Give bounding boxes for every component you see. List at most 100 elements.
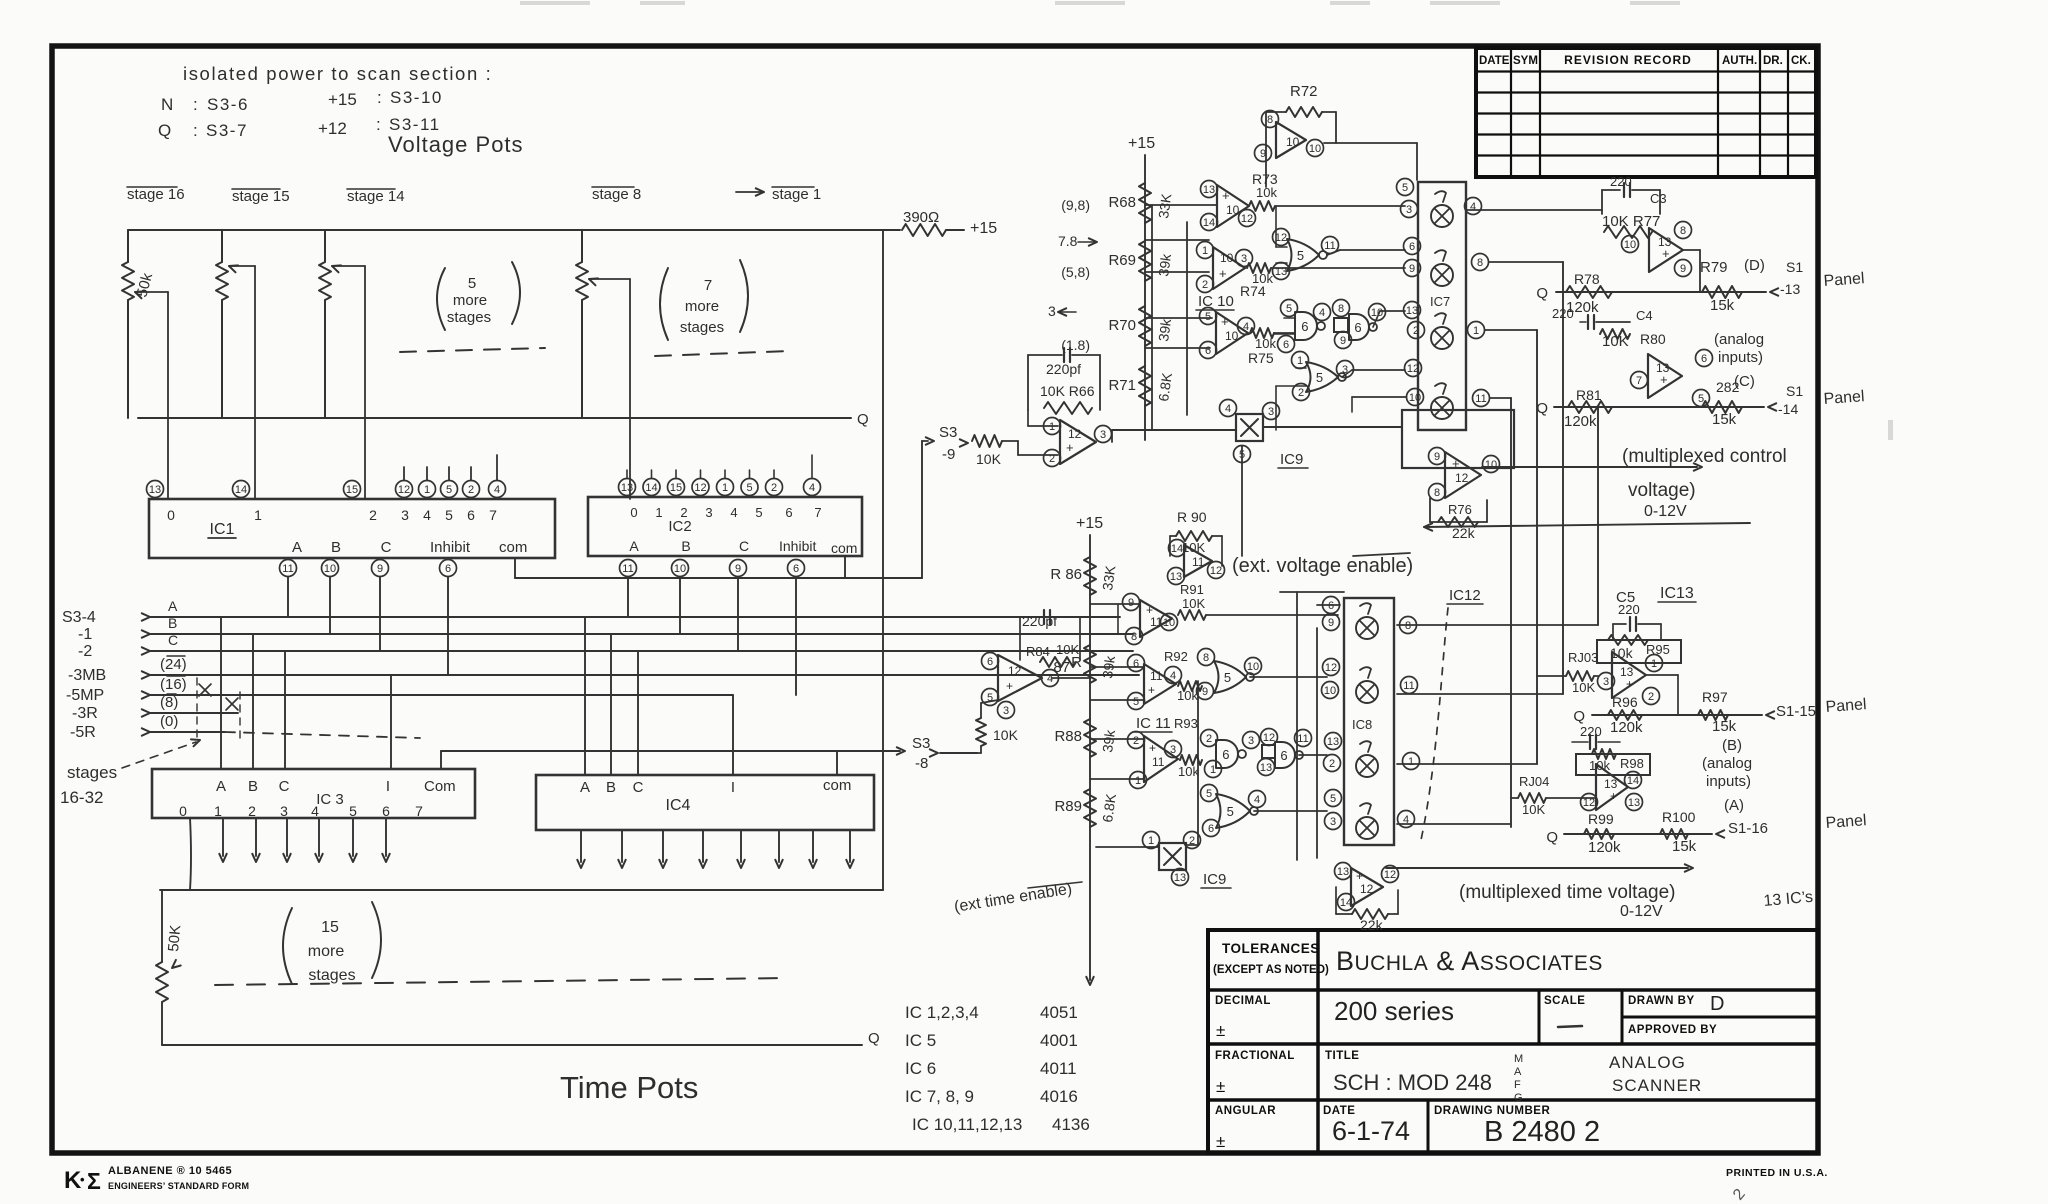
svg-text:8: 8 <box>1477 257 1483 269</box>
svg-text:1: 1 <box>1651 658 1657 670</box>
svg-text:-3R: -3R <box>72 705 98 722</box>
svg-text:16-32: 16-32 <box>60 788 103 807</box>
svg-text:0: 0 <box>179 803 187 819</box>
svg-text:220pf: 220pf <box>1022 613 1057 629</box>
svg-text:12: 12 <box>1263 732 1275 744</box>
svg-text:(multiplexed time voltage): (multiplexed time voltage) <box>1459 882 1675 903</box>
svg-text:S1: S1 <box>1786 383 1803 399</box>
svg-text:3: 3 <box>401 507 409 523</box>
svg-text:±: ± <box>1216 1132 1225 1151</box>
svg-text:6: 6 <box>382 803 390 819</box>
svg-text:-14: -14 <box>1778 401 1798 417</box>
svg-text:Voltage Pots: Voltage Pots <box>388 132 524 157</box>
svg-text:1: 1 <box>655 505 662 520</box>
svg-text:6: 6 <box>1133 658 1139 670</box>
svg-text:S3-11: S3-11 <box>389 115 441 134</box>
svg-text:13: 13 <box>1260 762 1272 774</box>
svg-text:13: 13 <box>1406 305 1418 317</box>
svg-text:+: + <box>1066 440 1074 455</box>
svg-text:5: 5 <box>349 803 357 819</box>
svg-text:S1-15: S1-15 <box>1776 703 1816 720</box>
svg-text:S3: S3 <box>912 735 930 752</box>
svg-text:IC 10: IC 10 <box>1198 293 1234 310</box>
svg-text:13: 13 <box>1628 797 1640 809</box>
svg-text:G: G <box>1514 1092 1523 1104</box>
svg-text:(analog: (analog <box>1714 331 1764 348</box>
svg-text:10: 10 <box>1286 135 1300 149</box>
svg-text:DR.: DR. <box>1763 55 1783 67</box>
svg-text:33K: 33K <box>1099 564 1118 592</box>
svg-text:stages: stages <box>308 967 355 984</box>
svg-text:6.8K: 6.8K <box>1155 371 1175 402</box>
svg-text:13: 13 <box>1620 665 1634 679</box>
svg-text:9: 9 <box>1260 148 1266 160</box>
svg-text:(1.8): (1.8) <box>1061 337 1090 353</box>
svg-text:14: 14 <box>1203 217 1215 229</box>
svg-text:9: 9 <box>1328 617 1334 629</box>
svg-text:+: + <box>1006 679 1013 693</box>
svg-text:3: 3 <box>1048 303 1056 319</box>
svg-text:4: 4 <box>1319 307 1325 319</box>
svg-text:3: 3 <box>1248 735 1254 747</box>
svg-text:+15: +15 <box>328 90 357 109</box>
svg-text:+: + <box>1610 789 1617 803</box>
svg-text:10k: 10k <box>1178 764 1199 779</box>
svg-text:R80: R80 <box>1640 331 1666 347</box>
svg-text:Com: Com <box>424 778 456 795</box>
svg-text:15k: 15k <box>1672 838 1697 855</box>
svg-text:14: 14 <box>1627 775 1639 787</box>
svg-text:1: 1 <box>722 482 728 494</box>
svg-text:4: 4 <box>311 803 319 819</box>
svg-text:22k: 22k <box>1360 917 1384 933</box>
svg-text:SYM: SYM <box>1513 55 1538 67</box>
svg-text:C: C <box>739 538 749 554</box>
svg-text:6: 6 <box>1701 353 1707 365</box>
svg-text:10K: 10K <box>1572 680 1595 695</box>
svg-text:K: K <box>64 1167 82 1194</box>
svg-text:IC13: IC13 <box>1660 585 1694 602</box>
svg-text:IC 1,2,3,4: IC 1,2,3,4 <box>905 1003 979 1022</box>
svg-text:3: 3 <box>1330 816 1336 828</box>
svg-text:A: A <box>292 539 302 556</box>
svg-text:AUTH.: AUTH. <box>1722 55 1757 67</box>
svg-text:SCANNER: SCANNER <box>1612 1076 1702 1095</box>
svg-text:Time Pots: Time Pots <box>560 1070 698 1105</box>
svg-text:REVISION RECORD: REVISION RECORD <box>1564 53 1692 67</box>
svg-text:11: 11 <box>622 563 633 575</box>
svg-text:voltage): voltage) <box>1628 480 1696 501</box>
svg-text:12: 12 <box>1275 232 1287 244</box>
svg-text:10K R66: 10K R66 <box>1040 383 1095 399</box>
svg-text:9: 9 <box>1409 263 1415 275</box>
svg-text:-13: -13 <box>1780 281 1800 297</box>
svg-text:3: 3 <box>705 505 712 520</box>
svg-text:+: + <box>1626 677 1633 691</box>
svg-text:+: + <box>1219 266 1227 281</box>
svg-text:FRACTIONAL: FRACTIONAL <box>1215 1050 1295 1062</box>
svg-text:ENGINEERS’ STANDARD FORM: ENGINEERS’ STANDARD FORM <box>108 1181 249 1191</box>
svg-text:10: 10 <box>1371 307 1383 319</box>
svg-text:10: 10 <box>1309 143 1321 155</box>
svg-text:3: 3 <box>1003 705 1009 717</box>
svg-text:RJ03: RJ03 <box>1568 650 1598 665</box>
svg-text:5: 5 <box>1224 670 1231 685</box>
svg-text:(16): (16) <box>160 676 187 693</box>
svg-text:2: 2 <box>1133 735 1139 747</box>
svg-text::: : <box>377 88 382 107</box>
svg-text:4: 4 <box>1170 670 1176 682</box>
svg-text:13: 13 <box>1174 872 1186 884</box>
svg-text:±: ± <box>1216 1077 1225 1096</box>
svg-text:-8: -8 <box>915 755 928 772</box>
svg-text:220pf: 220pf <box>1046 361 1081 377</box>
svg-text:10k: 10k <box>1255 336 1276 351</box>
svg-text:13: 13 <box>621 482 633 494</box>
svg-text:10K: 10K <box>1182 596 1205 611</box>
svg-text:6: 6 <box>793 563 799 575</box>
svg-text:+: + <box>1452 456 1460 471</box>
svg-text:com: com <box>499 539 527 556</box>
svg-text:1: 1 <box>1210 764 1216 776</box>
svg-text:10K R77: 10K R77 <box>1602 213 1660 230</box>
svg-text:I: I <box>386 778 390 795</box>
svg-text:15k: 15k <box>1710 297 1735 314</box>
svg-text:2: 2 <box>248 803 256 819</box>
svg-text:more: more <box>453 292 487 309</box>
